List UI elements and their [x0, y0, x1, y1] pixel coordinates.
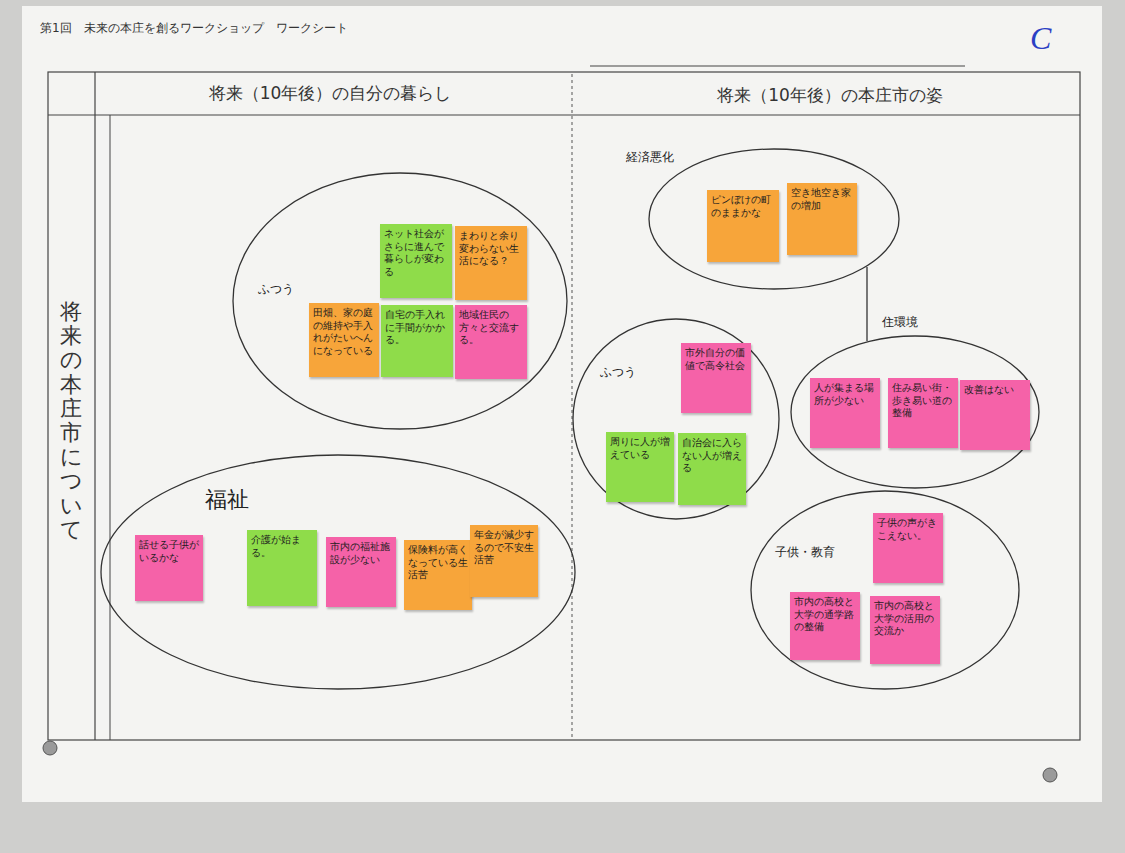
sticky-note: 住み易い街・歩き易い道の整備 [888, 378, 958, 448]
note-text: 人が集まる場所が少ない [814, 382, 876, 407]
sticky-note: 介護が始まる。 [247, 530, 317, 606]
ellipse-line [573, 319, 779, 519]
sticky-note: 市内の高校と大学の活用の交流か [870, 596, 940, 664]
sticky-note: 保険料が高くなっている生活苦 [404, 540, 472, 610]
ellipse-line [233, 173, 567, 429]
group-ellipse: 子供・教育 子供の声がきこえない。市内の高校と大学の通学路の整備市内の高校と大学の… [750, 490, 1020, 690]
group-ellipse: 経済悪化ピンぼけの町のままかな空き地空き家の増加 [648, 148, 900, 290]
sticky-note: 年金が減少するので不安生活苦 [470, 525, 538, 597]
sheet-letter: C [1030, 20, 1051, 57]
sticky-note: 周りに人が増えている [606, 432, 674, 502]
sticky-note: 改善はない [960, 380, 1030, 450]
ellipse-line [751, 491, 1019, 689]
ellipse-line [649, 149, 899, 289]
pin [1043, 768, 1057, 782]
sticky-note: 自治会に入らない人が増える [678, 433, 746, 505]
connector-line [866, 267, 867, 341]
group-ellipse: 福祉話せる子供がいるかな 介護が始まる。市内の福祉施設が少ない保険料が高くなってい… [100, 454, 576, 690]
sticky-note: 市外自分の価値で高令社会 [681, 343, 751, 413]
group-heading: ふつう [600, 365, 636, 379]
column-header: 将来（10年後）の自分の暮らし [200, 82, 460, 105]
paper-sheet [22, 6, 1102, 802]
sticky-note: ネット社会がさらに進んで暮らしが変わる [380, 224, 452, 298]
group-heading: 住環境 [882, 315, 918, 329]
note-text: 市外自分の価値で高令社会 [685, 347, 747, 372]
group-heading: 福祉 [205, 487, 249, 513]
table-border [48, 72, 1080, 740]
sticky-note: 人が集まる場所が少ない [810, 378, 880, 448]
group-ellipse: ふつう 市外自分の価値で高令社会周りに人が増えている自治会に入らない人が増える [572, 318, 780, 520]
note-text: 周りに人が増えている [610, 436, 670, 461]
group-heading: ふつう [258, 282, 294, 296]
group-ellipse: 住環境人が集まる場所が少ない住み易い街・歩き易い道の整備改善はない [790, 335, 1040, 489]
note-text: 保険料が高くなっている生活苦 [408, 544, 468, 582]
ellipse-line [101, 455, 575, 689]
sticky-note: 空き地空き家の増加 [787, 183, 857, 255]
sticky-note: 話せる子供がいるかな [135, 535, 203, 601]
pin [43, 741, 57, 755]
sticky-note: 市内の福祉施設が少ない [326, 537, 396, 607]
note-text: まわりと余り変わらない生活になる？ [459, 230, 523, 268]
sticky-note: ピンぼけの町のままかな [707, 190, 779, 262]
sticky-note: 地域住民の方々と交流する。 [455, 305, 527, 379]
note-text: 介護が始まる。 [251, 534, 313, 559]
title-rule [590, 66, 965, 67]
note-text: ネット社会がさらに進んで暮らしが変わる [384, 228, 448, 278]
column-rule [94, 72, 95, 740]
note-text: 田畑、家の庭の維持や手入れがたいへんになっている [313, 307, 375, 357]
note-text: ピンぼけの町のままかな [711, 194, 775, 219]
ellipse-line [791, 336, 1039, 488]
sticky-note: 市内の高校と大学の通学路の整備 [790, 592, 860, 660]
sticky-note: まわりと余り変わらない生活になる？ [455, 226, 527, 300]
group-heading: 経済悪化 [626, 150, 674, 164]
note-text: 市内の高校と大学の活用の交流か [874, 600, 936, 638]
sticky-note: 子供の声がきこえない。 [873, 513, 943, 583]
header-rule [48, 114, 1080, 115]
note-text: 住み易い街・歩き易い道の整備 [892, 382, 954, 420]
ellipse-outline [232, 172, 568, 430]
note-text: 子供の声がきこえない。 [877, 517, 939, 542]
note-text: 地域住民の方々と交流する。 [459, 309, 523, 347]
note-text: 空き地空き家の増加 [791, 187, 853, 212]
sticky-note: 自宅の手入れに手間がかかる。 [381, 305, 453, 377]
group-heading: 子供・教育 [775, 545, 835, 559]
note-text: 年金が減少するので不安生活苦 [474, 529, 534, 567]
column-rule [110, 115, 111, 740]
note-text: 改善はない [964, 384, 1026, 397]
column-header: 将来（10年後）の本庄市の姿 [700, 84, 960, 107]
row-header: 将来の本庄市について [60, 300, 82, 542]
column-divider [572, 74, 573, 738]
note-text: 自治会に入らない人が増える [682, 437, 742, 475]
sticky-note: 田畑、家の庭の維持や手入れがたいへんになっている [309, 303, 379, 377]
note-text: 話せる子供がいるかな [139, 539, 199, 564]
sheet-title: 第1回 未来の本庄を創るワークショップ ワークシート [40, 20, 348, 37]
note-text: 自宅の手入れに手間がかかる。 [385, 309, 449, 347]
note-text: 市内の福祉施設が少ない [330, 541, 392, 566]
note-text: 市内の高校と大学の通学路の整備 [794, 596, 856, 634]
group-ellipse: ふつう ネット社会がさらに進んで暮らしが変わるまわりと余り変わらない生活になる？ 田… [232, 172, 568, 430]
